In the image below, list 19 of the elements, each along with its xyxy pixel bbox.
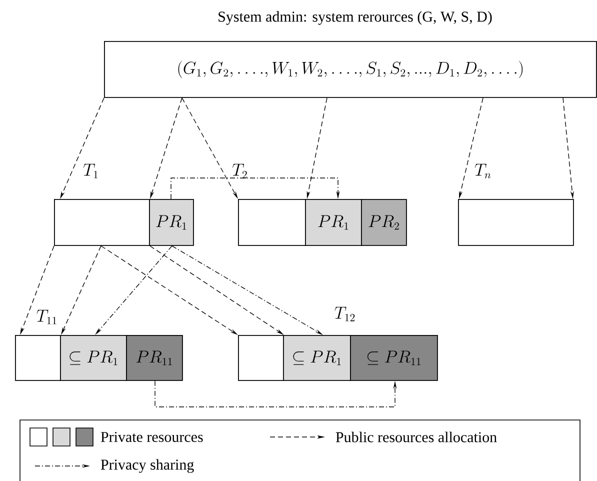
resource-cell: $\subseteq PR_{11}$ [350,335,438,381]
arrow [170,178,340,200]
resource-cell: $PR_{11}$ [126,335,183,381]
legend-text: Private resources [100,432,203,442]
resource-cell: $\subseteq PR_1$ [283,335,351,381]
tenant-label: $T_n$ [474,164,491,178]
tenant-label: $T_2$ [232,164,247,178]
resource-cell: $PR_2$ [361,199,407,246]
tenant-label: $T_{12}$ [334,306,355,322]
tenant-label: $T_1$ [83,164,98,178]
resource-box: $(G_1, G_2, \ldots., W_1, W_2, \ldots., S_1, S_2, ..., D_1, D_2, \ldots.)$ [104,41,597,98]
tenant-label: $T_{11}$ [36,310,56,324]
empty-cell [458,199,574,246]
resource-cell: $PR_1$ [149,199,194,246]
legend-text: Privacy sharing [100,459,194,473]
title: System admin: system rerources (G, W, S, D) [218,11,492,25]
resource-cell: $\subseteq PR_1$ [60,335,127,381]
resource-cell: $PR_1$ [305,199,362,246]
legend-text: Public resources allocation [336,432,497,442]
